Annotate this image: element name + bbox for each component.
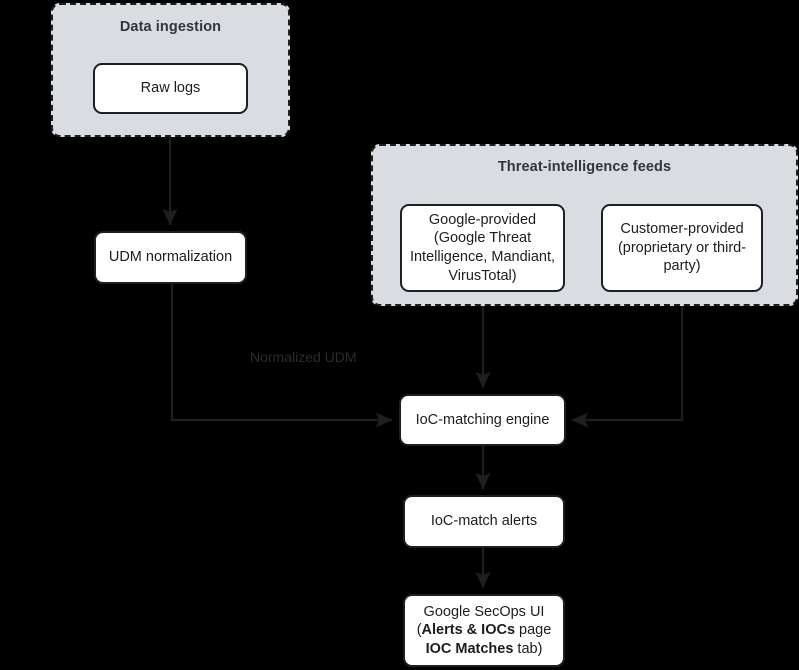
node-customer-provided-line-3: party) <box>663 258 701 275</box>
node-google-provided-line-3: Intelligence, Mandiant, <box>409 249 556 265</box>
node-ioc-match-alerts-label: IoC-match alerts <box>430 513 538 530</box>
node-google-provided-line-1: Google-provided <box>428 211 537 228</box>
cluster-data-ingestion: Data ingestion <box>51 3 290 137</box>
node-google-provided[interactable]: Google-provided (Google Threat Intellige… <box>400 204 565 292</box>
node-google-secops-ui-line-3-rest: tab) <box>513 640 543 657</box>
node-raw-logs-label: Raw logs <box>140 80 201 97</box>
node-google-secops-ui-label: Google SecOps UI (Alerts & IOCs page IOC… <box>412 603 556 659</box>
node-google-secops-ui-line-2-rest: page <box>515 622 552 639</box>
node-customer-provided[interactable]: Customer-provided (proprietary or third-… <box>601 204 763 292</box>
node-customer-provided-line-2: (proprietary or third- <box>617 239 747 256</box>
node-ioc-matching-engine[interactable]: IoC-matching engine <box>399 394 566 446</box>
node-google-provided-line-4: VirusTotal) <box>448 267 517 284</box>
node-udm-normalization-label: UDM normalization <box>108 249 233 266</box>
node-customer-provided-line-1: Customer-provided <box>620 221 744 238</box>
node-google-secops-ui-line-1: Google SecOps UI <box>423 603 545 620</box>
node-google-secops-ui-line-3-bold: IOC Matches <box>425 640 514 657</box>
node-udm-normalization[interactable]: UDM normalization <box>94 231 247 284</box>
node-ioc-matching-engine-label: IoC-matching engine <box>415 411 550 428</box>
cluster-data-ingestion-title: Data ingestion <box>119 19 222 35</box>
node-raw-logs[interactable]: Raw logs <box>93 63 248 114</box>
cluster-threat-intelligence-feeds-title: Threat-intelligence feeds <box>497 159 672 175</box>
node-google-secops-ui-line-2-bold: Alerts & IOCs <box>421 622 516 639</box>
edge-customer-provided-to-engine <box>571 291 684 428</box>
node-ioc-match-alerts[interactable]: IoC-match alerts <box>403 495 565 548</box>
node-google-provided-line-2: (Google Threat <box>433 230 532 247</box>
node-customer-provided-label: Customer-provided (proprietary or third-… <box>610 220 754 276</box>
edge-label-normalized-udm: Normalized UDM <box>250 349 357 365</box>
node-google-secops-ui-line-2-prefix: ( <box>416 622 422 639</box>
node-google-provided-label: Google-provided (Google Threat Intellige… <box>409 211 556 285</box>
node-google-secops-ui[interactable]: Google SecOps UI (Alerts & IOCs page IOC… <box>403 594 565 667</box>
